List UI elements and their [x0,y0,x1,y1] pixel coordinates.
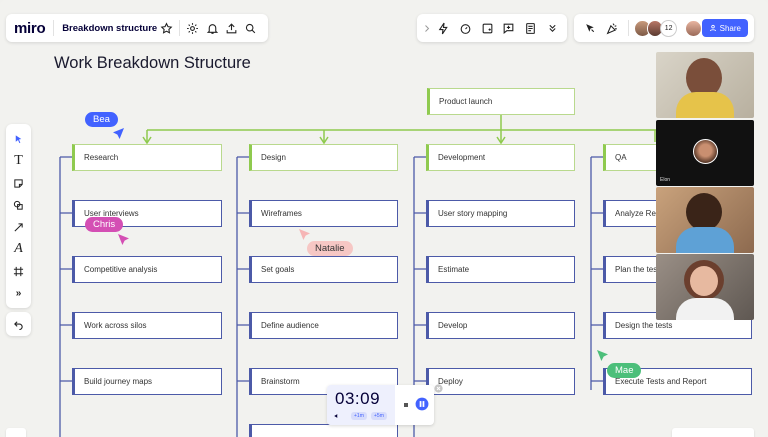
task-node[interactable]: Work across silos [72,312,222,339]
select-icon[interactable] [8,128,30,150]
task-node[interactable]: Wireframes [249,200,398,227]
notes-icon[interactable] [520,17,542,39]
users-toolbar: 12 Share [574,14,754,42]
cursor-label-chris: Chris [85,217,124,232]
creation-toolbar: T A » [6,124,31,308]
caller-avatar [693,139,718,164]
timer-time: 03:09 [335,389,381,408]
collaboration-toolbar [417,14,567,42]
caller-name: Elon [660,177,671,183]
shapes-icon[interactable] [8,194,30,216]
share-button[interactable]: Share [701,19,748,37]
cursor-arrow-icon[interactable] [580,17,602,39]
pause-icon[interactable] [415,397,429,411]
miro-logo: miro [14,19,46,37]
cursor-label-mae: Mae [607,363,642,378]
bottom-left-panel[interactable] [6,428,26,437]
volume-icon[interactable] [334,413,340,419]
video-tile[interactable] [656,52,754,118]
more-tools-icon[interactable]: » [15,287,22,299]
cursor-pointer-icon [118,234,129,245]
share-label: Share [719,23,741,33]
bottom-right-panel[interactable] [672,428,754,437]
root-node[interactable]: Product launch [427,88,575,115]
participant-video [690,266,718,296]
task-node[interactable]: User story mapping [426,200,575,227]
page-title[interactable]: Work Breakdown Structure [54,54,251,72]
cursor-label-natalie: Natalie [307,241,353,256]
task-node[interactable]: Develop [426,312,575,339]
timer-widget: 03:09 +1m +5m [327,385,434,425]
divider [628,20,629,36]
sticky-note-icon[interactable] [8,172,30,194]
close-icon[interactable] [434,384,443,393]
participant-video [676,92,734,118]
stop-icon[interactable] [402,401,410,409]
top-left-toolbar: miro Breakdown structure [6,14,268,42]
task-node-partial[interactable] [249,424,398,437]
participant-video [686,58,722,98]
comment-icon[interactable] [498,17,520,39]
search-icon[interactable] [241,17,260,39]
cursor-pointer-icon [113,128,124,139]
task-node[interactable]: Define audience [249,312,398,339]
bell-icon[interactable] [202,17,221,39]
task-node[interactable]: Build journey maps [72,368,222,395]
text-icon[interactable]: T [14,153,23,168]
task-node[interactable]: Estimate [426,256,575,283]
cursor-label-bea: Bea [85,112,118,127]
participant-video [676,227,734,253]
participant-video [676,298,734,320]
chevron-right-icon[interactable] [421,17,433,39]
settings-icon[interactable] [183,17,202,39]
cursor-pointer-icon [299,229,310,240]
participant-video [686,193,722,231]
timer-icon[interactable] [455,17,477,39]
divider [53,20,55,36]
divider [179,20,181,36]
user-icon [709,24,716,32]
upload-icon[interactable] [222,17,241,39]
task-node[interactable]: Competitive analysis [72,256,222,283]
frame-icon[interactable] [8,260,30,282]
cursor-pointer-icon [597,350,608,361]
sticky-add-icon[interactable] [476,17,498,39]
pen-icon[interactable]: A [14,241,23,256]
add-1-minute-button[interactable]: +1m [351,412,367,420]
column-header-research[interactable]: Research [72,144,222,171]
connector-line-icon[interactable] [8,216,30,238]
reaction-icon[interactable] [602,17,624,39]
column-header-development[interactable]: Development [426,144,575,171]
board-name[interactable]: Breakdown structure [62,22,158,34]
undo-button[interactable] [6,312,31,336]
column-header-design[interactable]: Design [249,144,398,171]
avatar[interactable] [684,19,702,37]
undo-icon [14,320,23,330]
task-node[interactable]: Set goals [249,256,398,283]
star-icon[interactable] [157,17,176,39]
participant-count[interactable]: 12 [660,19,677,37]
video-tile[interactable] [656,187,754,253]
chevron-double-down-icon[interactable] [541,17,563,39]
task-node[interactable]: Deploy [426,368,575,395]
add-5-minutes-button[interactable]: +5m [371,412,387,420]
video-tile[interactable] [656,254,754,320]
video-tile[interactable]: Elon [656,120,754,186]
lightning-icon[interactable] [433,17,455,39]
